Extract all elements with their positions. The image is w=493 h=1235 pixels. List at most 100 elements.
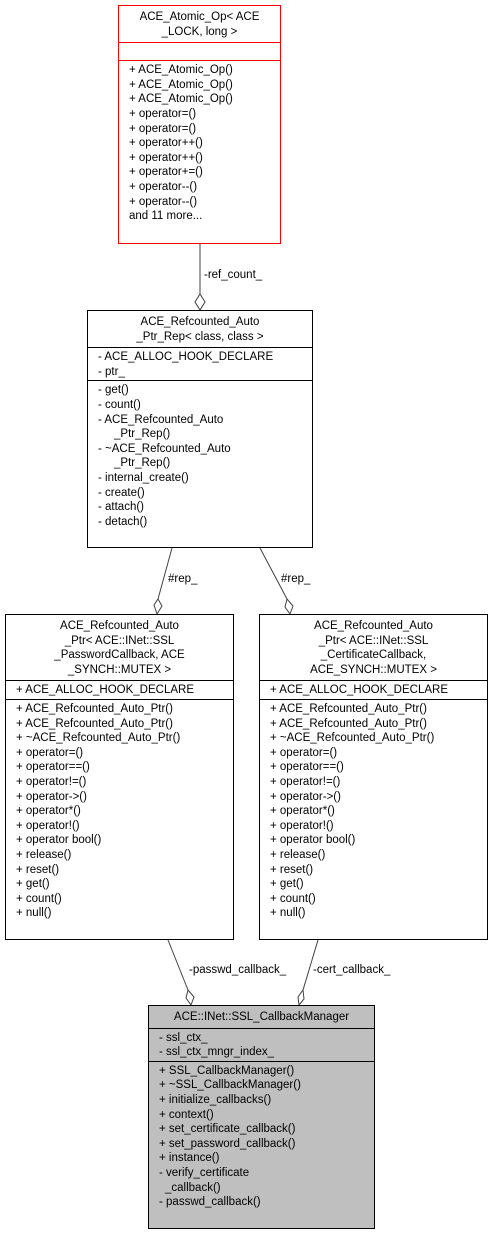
method-item: + ACE_Atomic_Op() — [129, 93, 233, 106]
method-item: + operator->() — [270, 790, 341, 803]
methods-section: - get() - count() - ACE_Refcounted_Auto … — [88, 380, 312, 530]
method-item: + get() — [16, 878, 50, 891]
edge-label-rep-left: #rep_ — [168, 573, 198, 585]
method-item: + operator!() — [16, 819, 80, 832]
attribute-item: + ACE_ALLOC_HOOK_DECLARE — [270, 684, 449, 697]
class-node-callback-manager[interactable]: ACE::INet::SSL_CallbackManager - ssl_ctx… — [148, 1005, 375, 1229]
method-item: + context() — [159, 1108, 214, 1121]
method-item: _Ptr_Rep() — [114, 457, 171, 470]
method-item: + instance() — [159, 1152, 220, 1165]
method-item: + operator==() — [16, 761, 90, 774]
method-item: - passwd_callback() — [159, 1196, 261, 1209]
method-item: + set_certificate_callback() — [159, 1123, 296, 1136]
attribute-item: - ssl_ctx_mngr_index_ — [159, 1046, 275, 1059]
method-item: + operator=() — [270, 746, 338, 759]
method-item: + ACE_Refcounted_Auto_Ptr() — [270, 702, 427, 715]
method-item: - internal_create() — [98, 471, 189, 484]
method-item: + operator->() — [16, 790, 87, 803]
edge-rep-left-line — [157, 547, 173, 600]
more-methods-link[interactable]: and 11 more... — [129, 210, 203, 223]
edge-cert-callback-line — [302, 939, 319, 991]
class-title: ACE_Refcounted_Auto _Ptr< ACE::INet::SSL… — [310, 620, 437, 676]
method-item: + reset() — [16, 863, 60, 876]
method-item: + operator--() — [129, 195, 198, 208]
edge-label-rep-right: #rep_ — [281, 573, 311, 585]
class-node-atomic-op[interactable]: ACE_Atomic_Op< ACE _LOCK, long > + ACE_A… — [118, 5, 281, 244]
attributes-section — [119, 42, 280, 60]
edge-ref-count-diamond — [194, 293, 206, 311]
method-item: + ~ACE_Refcounted_Auto_Ptr() — [16, 732, 181, 745]
method-item: + ACE_Refcounted_Auto_Ptr() — [270, 717, 427, 730]
method-item: + ACE_Atomic_Op() — [129, 78, 233, 91]
method-item: + operator!=() — [270, 775, 341, 788]
edge-passwd-callback-diamond — [185, 988, 195, 1007]
edge-label-cert-callback: -cert_callback_ — [313, 964, 391, 976]
class-node-ptr-certificate[interactable]: ACE_Refcounted_Auto _Ptr< ACE::INet::SSL… — [259, 614, 488, 940]
method-item: + operator=() — [129, 122, 197, 135]
method-item: + operator++() — [129, 151, 203, 164]
method-item: + reset() — [270, 863, 314, 876]
edge-rep-right-line — [259, 547, 288, 600]
attribute-item: - ssl_ctx_ — [159, 1031, 208, 1044]
method-item: - create() — [98, 486, 145, 499]
methods-section: + ACE_Refcounted_Auto_Ptr() + ACE_Refcou… — [6, 698, 233, 922]
attribute-item: - ptr_ — [98, 365, 125, 378]
method-item: + count() — [16, 892, 62, 905]
methods-section: + ACE_Refcounted_Auto_Ptr() + ACE_Refcou… — [260, 698, 487, 922]
method-item: + operator!=() — [16, 775, 87, 788]
method-item: + operator!() — [270, 819, 334, 832]
method-item: + null() — [16, 907, 52, 920]
attribute-item: - ACE_ALLOC_HOOK_DECLARE — [98, 351, 274, 364]
method-item: - count() — [98, 398, 141, 411]
method-item: _Ptr_Rep() — [114, 428, 171, 441]
method-item: + operator*() — [270, 805, 335, 818]
attribute-item: + ACE_ALLOC_HOOK_DECLARE — [16, 684, 195, 697]
method-item: + get() — [270, 878, 304, 891]
methods-section: + ACE_Atomic_Op() + ACE_Atomic_Op() + AC… — [119, 60, 280, 225]
attributes-section: - ssl_ctx_ - ssl_ctx_mngr_index_ — [149, 1027, 374, 1061]
method-item: + operator bool() — [16, 834, 102, 847]
class-title: ACE::INet::SSL_CallbackManager — [173, 1011, 350, 1023]
attributes-section: - ACE_ALLOC_HOOK_DECLARE - ptr_ — [88, 347, 312, 380]
method-item: + operator==() — [270, 761, 344, 774]
method-item: + operator=() — [16, 746, 84, 759]
method-item: - ~ACE_Refcounted_Auto — [98, 442, 231, 455]
method-item: + operator=() — [129, 107, 197, 120]
edge-rep-left-diamond — [153, 598, 163, 616]
attributes-section: + ACE_ALLOC_HOOK_DECLARE — [6, 680, 233, 699]
class-title: ACE_Refcounted_Auto _Ptr< ACE::INet::SSL… — [54, 620, 185, 676]
method-item: - verify_certificate — [159, 1166, 250, 1179]
edge-rep-right-diamond — [284, 597, 294, 616]
method-item: + release() — [16, 848, 72, 861]
class-title: ACE_Atomic_Op< ACE _LOCK, long > — [139, 11, 260, 38]
edge-passwd-callback-line — [167, 939, 189, 991]
method-item: + ~SSL_CallbackManager() — [159, 1079, 301, 1092]
method-item: + operator--() — [129, 180, 198, 193]
method-item: + operator bool() — [270, 834, 356, 847]
method-item: + operator++() — [129, 137, 203, 150]
method-item: + release() — [270, 848, 326, 861]
method-item: - get() — [98, 384, 129, 397]
method-item: + count() — [270, 892, 316, 905]
method-item: - ACE_Refcounted_Auto — [98, 413, 224, 426]
method-item: + operator*() — [16, 805, 81, 818]
attributes-section: + ACE_ALLOC_HOOK_DECLARE — [260, 680, 487, 699]
method-item: + SSL_CallbackManager() — [159, 1064, 295, 1077]
edge-label-passwd-callback: -passwd_callback_ — [189, 964, 287, 976]
method-item: + ACE_Atomic_Op() — [129, 64, 233, 77]
class-title: ACE_Refcounted_Auto _Ptr_Rep< class, cla… — [136, 316, 264, 343]
class-node-refcounted-rep[interactable]: ACE_Refcounted_Auto _Ptr_Rep< class, cla… — [87, 310, 313, 548]
method-item: - attach() — [98, 501, 145, 514]
method-item: + initialize_callbacks() — [159, 1093, 272, 1106]
method-item: + ~ACE_Refcounted_Auto_Ptr() — [270, 732, 435, 745]
method-item: + ACE_Refcounted_Auto_Ptr() — [16, 717, 173, 730]
class-node-ptr-password[interactable]: ACE_Refcounted_Auto _Ptr< ACE::INet::SSL… — [5, 614, 234, 940]
methods-section: + SSL_CallbackManager() + ~SSL_CallbackM… — [149, 1060, 374, 1211]
method-item: + set_password_callback() — [159, 1137, 296, 1150]
edge-cert-callback-diamond — [297, 988, 305, 1007]
method-item: + null() — [270, 907, 306, 920]
edge-label-ref-count: -ref_count_ — [204, 269, 263, 281]
method-item: + ACE_Refcounted_Auto_Ptr() — [16, 702, 173, 715]
method-item: + operator+=() — [129, 166, 203, 179]
method-item: - detach() — [98, 515, 148, 528]
